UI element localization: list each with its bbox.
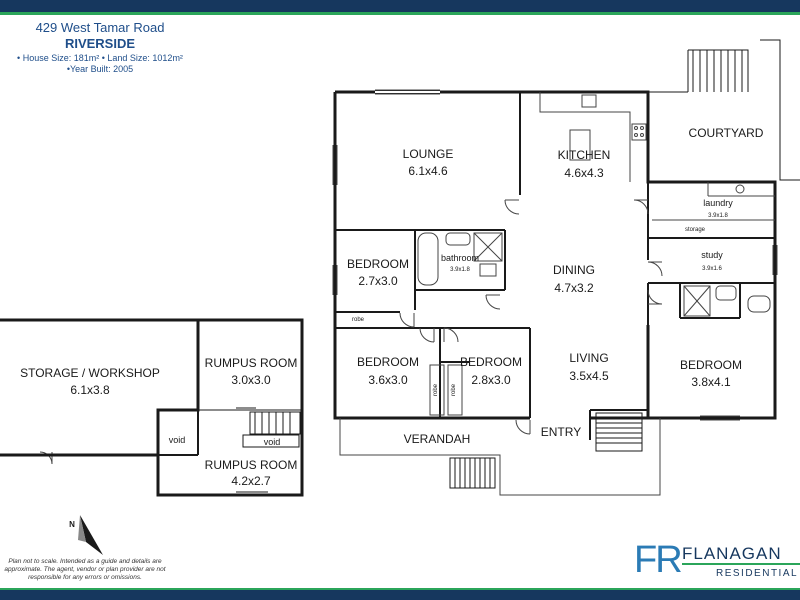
property-suburb: RIVERSIDE <box>64 36 136 51</box>
brand-mark-icon: FR <box>634 539 683 581</box>
top-banner <box>0 0 800 12</box>
bathroom-dims: 3.9x1.8 <box>450 267 470 273</box>
study-dims: 3.9x1.6 <box>702 266 722 272</box>
bedroom1-label: BEDROOM <box>347 257 409 271</box>
entry-label: ENTRY <box>541 425 581 439</box>
door-swings <box>39 199 663 465</box>
bedroom4-label: BEDROOM <box>680 358 742 372</box>
living-label: LIVING <box>569 351 608 365</box>
disclaimer-text: Plan not to scale. Intended as a guide a… <box>4 558 166 581</box>
laundry-dims: 3.9x1.8 <box>708 213 728 219</box>
property-header: 429 West Tamar Road RIVERSIDE • House Si… <box>0 20 200 75</box>
stairs <box>449 39 800 489</box>
void2-label: void <box>264 437 281 447</box>
robe-partitions <box>429 364 463 416</box>
living-dims: 3.5x4.5 <box>569 369 609 383</box>
kitchen-dims: 4.6x4.3 <box>564 166 604 180</box>
bottom-banner <box>0 590 800 600</box>
property-sizes: • House Size: 181m² • Land Size: 1012m² <box>17 53 183 63</box>
interior-walls <box>335 92 775 440</box>
compass-north-label: N <box>69 520 75 529</box>
bedroom1-dims: 2.7x3.0 <box>358 274 398 288</box>
storage-workshop-dims: 6.1x3.8 <box>70 383 110 397</box>
windows <box>332 89 778 421</box>
courtyard-label: COURTYARD <box>689 126 764 140</box>
verandah-label: VERANDAH <box>404 432 471 446</box>
study-label: study <box>701 250 723 260</box>
property-year-built: •Year Built: 2005 <box>66 64 134 74</box>
top-accent-line <box>0 12 800 15</box>
lounge-dims: 6.1x4.6 <box>408 164 448 178</box>
dining-dims: 4.7x3.2 <box>554 281 594 295</box>
brand-tagline: RESIDENTIAL <box>716 568 799 579</box>
lower-level-walls <box>0 318 304 497</box>
bedroom3-label: BEDROOM <box>460 355 522 369</box>
robe2-label: robe <box>433 383 439 396</box>
dining-label: DINING <box>553 263 595 277</box>
robe3-label: robe <box>451 383 457 396</box>
rumpus1-dims: 3.0x3.0 <box>231 373 271 387</box>
bedroom4-dims: 3.8x4.1 <box>691 375 731 389</box>
void1-label: void <box>169 435 186 445</box>
bedroom2-label: BEDROOM <box>357 355 419 369</box>
bathroom-label: bathroom <box>441 253 479 263</box>
rumpus1-label: RUMPUS ROOM <box>205 356 298 370</box>
lounge-label: LOUNGE <box>403 147 454 161</box>
bedroom3-dims: 2.8x3.0 <box>471 373 511 387</box>
brand-divider <box>682 563 800 565</box>
laundry-label: laundry <box>703 198 733 208</box>
bottom-accent-line <box>0 588 800 590</box>
laundry-fittings <box>652 182 775 221</box>
brand-logo: FR FLANAGAN RESIDENTIAL <box>632 540 800 584</box>
rumpus2-label: RUMPUS ROOM <box>205 458 298 472</box>
bedroom2-dims: 3.6x3.0 <box>368 373 408 387</box>
kitchen-counter <box>539 92 647 182</box>
verandah-outline <box>339 418 661 496</box>
property-address: 429 West Tamar Road <box>35 20 165 35</box>
lower-interior-walls <box>158 407 302 493</box>
bathroom-fittings <box>417 232 771 317</box>
robe1-label: robe <box>352 317 365 323</box>
north-compass <box>78 515 103 555</box>
brand-name: FLANAGAN <box>682 544 782 563</box>
storage-workshop-label: STORAGE / WORKSHOP <box>20 366 160 380</box>
rumpus2-dims: 4.2x2.7 <box>231 474 271 488</box>
storage-label: storage <box>685 227 706 233</box>
kitchen-label: KITCHEN <box>558 148 611 162</box>
